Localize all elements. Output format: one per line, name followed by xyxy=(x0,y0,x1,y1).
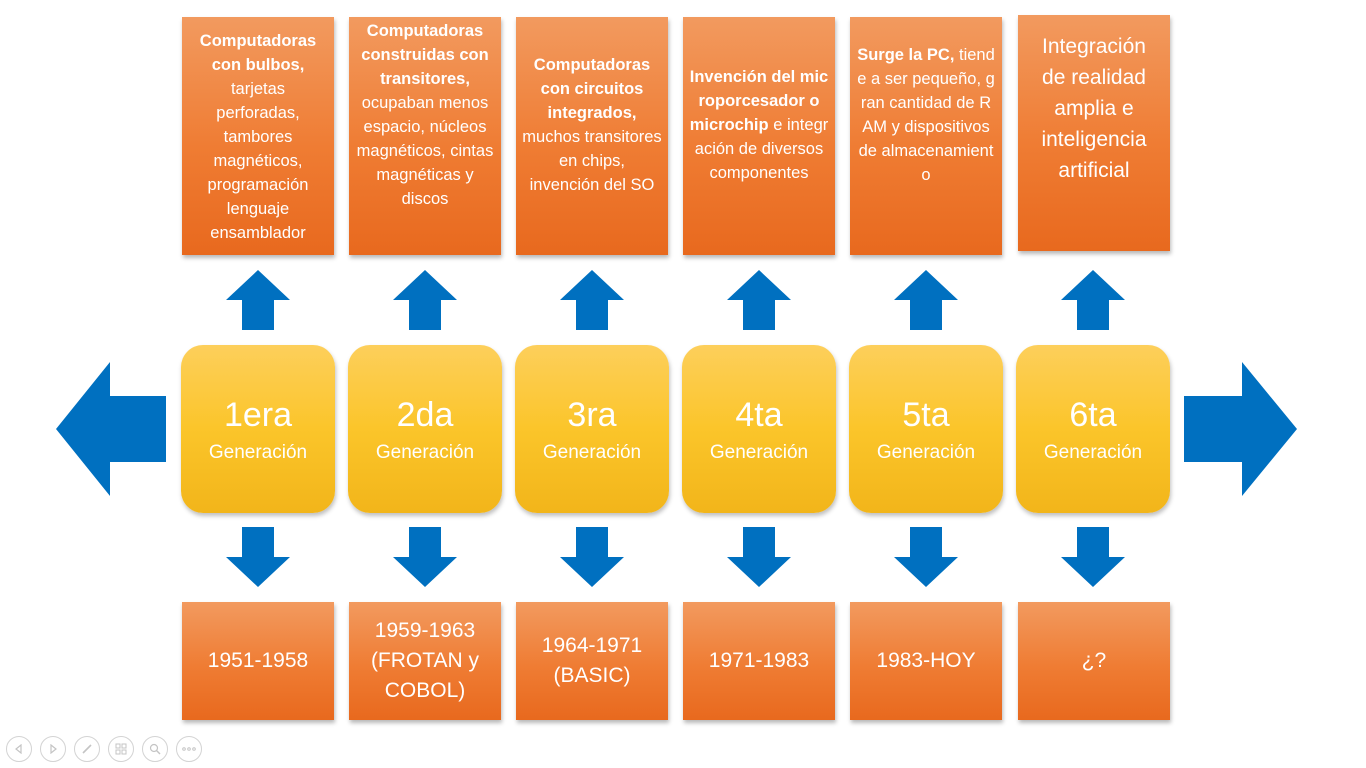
description-bold-1: Computadoras con bulbos, xyxy=(199,32,317,74)
arrow-up-icon xyxy=(1061,270,1125,330)
description-text-5: tiende a ser pequeño, gran cantidad de R… xyxy=(857,46,995,184)
period-box-1: 1951-1958 xyxy=(182,602,334,720)
generation-box-3: 3ra Generación xyxy=(515,345,669,513)
generation-box-6: 6ta Generación xyxy=(1016,345,1170,513)
description-bold-3: Computadoras con circuitos integrados, xyxy=(533,56,651,122)
zoom-icon[interactable] xyxy=(142,736,168,762)
arrow-down-icon xyxy=(393,527,457,587)
period-box-6: ¿? xyxy=(1018,602,1170,720)
description-box-2: Computadoras construidas con transitores… xyxy=(349,17,501,255)
generation-box-2: 2da Generación xyxy=(348,345,502,513)
generation-label: Generación xyxy=(542,442,642,463)
period-text: 1983-HOY xyxy=(876,649,976,672)
arrow-up-icon xyxy=(393,270,457,330)
arrow-up-icon xyxy=(560,270,624,330)
generation-number: 1era xyxy=(223,396,293,434)
generation-number: 5ta xyxy=(902,396,950,434)
generation-label: Generación xyxy=(375,442,475,463)
arrow-down-icon xyxy=(560,527,624,587)
description-box-3: Computadoras con circuitos integrados, m… xyxy=(516,17,668,255)
description-box-5: Surge la PC, tiende a ser pequeño, gran … xyxy=(850,17,1002,255)
description-text-1: tarjetas perforadas, tambores magnéticos… xyxy=(207,80,309,242)
generation-label: Generación xyxy=(208,442,308,463)
generation-label: Generación xyxy=(1043,442,1143,463)
arrow-up-icon xyxy=(226,270,290,330)
generation-label: Generación xyxy=(709,442,809,463)
description-bold-2: Computadoras construidas con transitores… xyxy=(361,22,489,88)
description-bold-4: Invención del microporcesador o microchi… xyxy=(689,68,829,134)
arrow-up-icon xyxy=(727,270,791,330)
description-text-6: Integración de realidad amplia e intelig… xyxy=(1041,34,1147,182)
arrow-up-icon xyxy=(894,270,958,330)
generation-label: Generación xyxy=(876,442,976,463)
generation-number: 2da xyxy=(396,396,454,434)
arrow-down-icon xyxy=(1061,527,1125,587)
period-text: 1951-1958 xyxy=(207,649,309,672)
slides-grid-icon[interactable] xyxy=(108,736,134,762)
period-box-5: 1983-HOY xyxy=(850,602,1002,720)
generation-number: 4ta xyxy=(735,396,783,434)
description-box-4: Invención del microporcesador o microchi… xyxy=(683,17,835,255)
more-options-icon[interactable] xyxy=(176,736,202,762)
description-text-2: ocupaban menos espacio, núcleos magnétic… xyxy=(356,94,494,208)
generation-box-5: 5ta Generación xyxy=(849,345,1003,513)
description-box-1: Computadoras con bulbos, tarjetas perfor… xyxy=(182,17,334,255)
next-icon[interactable] xyxy=(40,736,66,762)
previous-icon[interactable] xyxy=(6,736,32,762)
arrow-down-icon xyxy=(727,527,791,587)
period-text: ¿? xyxy=(1081,649,1107,672)
generation-box-1: 1era Generación xyxy=(181,345,335,513)
arrow-down-icon xyxy=(226,527,290,587)
period-box-4: 1971-1983 xyxy=(683,602,835,720)
generation-box-4: 4ta Generación xyxy=(682,345,836,513)
pen-icon[interactable] xyxy=(74,736,100,762)
slideshow-controls xyxy=(6,736,202,764)
period-box-2: 1959-1963 (FROTAN y COBOL) xyxy=(349,602,501,720)
period-text: 1971-1983 xyxy=(708,649,810,672)
period-box-3: 1964-1971 (BASIC) xyxy=(516,602,668,720)
description-box-6: Integración de realidad amplia e intelig… xyxy=(1018,15,1170,251)
arrow-right-icon xyxy=(1184,362,1297,496)
description-bold-5: Surge la PC, xyxy=(857,46,955,64)
arrow-left-icon xyxy=(56,362,166,496)
description-text-3: muchos transitores en chips, invención d… xyxy=(522,128,662,194)
arrow-down-icon xyxy=(894,527,958,587)
description-text-4: e integración de diversos componentes xyxy=(694,116,829,182)
generation-number: 6ta xyxy=(1069,396,1117,434)
period-text: 1959-1963 (FROTAN y COBOL) xyxy=(370,619,480,702)
generation-number: 3ra xyxy=(567,396,617,434)
period-text: 1964-1971 (BASIC) xyxy=(541,634,643,687)
